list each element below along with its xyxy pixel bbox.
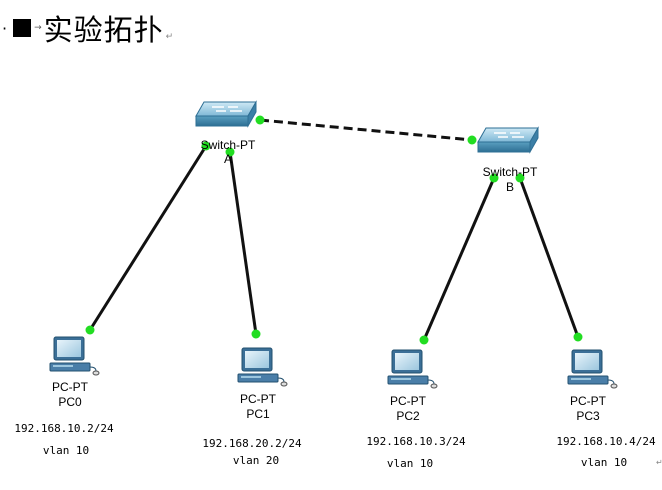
port-indicator — [201, 141, 211, 151]
tab-arrow-icon: → — [34, 23, 42, 33]
port-indicator — [225, 147, 235, 157]
pc-icon[interactable] — [237, 347, 288, 387]
link-A-PC0 — [88, 145, 208, 331]
pc-name-label: PC0 — [58, 395, 82, 409]
switch-type-label: Switch-PT — [200, 138, 256, 152]
pc-name-label: PC1 — [246, 407, 270, 421]
switch-name-label: A — [223, 152, 233, 166]
pc-vlan-label: vlan 10 — [386, 457, 434, 470]
port-indicator — [573, 332, 583, 342]
pc-icon[interactable] — [567, 349, 618, 389]
pc-icon[interactable] — [49, 336, 100, 376]
pc-ip-label: 192.168.10.4/24 — [556, 435, 656, 448]
pc-vlan-label: vlan 10 — [42, 444, 90, 457]
link-B-PC2 — [422, 177, 496, 341]
switch-name-label: B — [505, 180, 515, 194]
port-indicator — [467, 135, 477, 145]
pc-icon[interactable] — [387, 349, 438, 389]
corner-mark-icon: ↵ — [656, 458, 662, 467]
port-indicator — [419, 335, 429, 345]
link-A-B — [259, 118, 473, 142]
pc-vlan-label: vlan 20 — [232, 454, 280, 467]
pc-vlan-label: vlan 10 — [580, 456, 628, 469]
page-title: 实验拓扑 — [43, 13, 164, 47]
pc-ip-label: 192.168.10.3/24 — [366, 435, 466, 448]
port-indicator — [85, 325, 95, 335]
link-A-PC1 — [228, 151, 258, 335]
port-indicator — [489, 173, 499, 183]
square-bullet-icon — [13, 19, 32, 37]
switch-type-label: Switch-PT — [482, 165, 538, 179]
pc-ip-label: 192.168.10.2/24 — [14, 422, 114, 435]
port-indicator — [515, 173, 525, 183]
switch-icon[interactable] — [477, 127, 539, 153]
pc-ip-label: 192.168.20.2/24 — [202, 437, 302, 450]
pc-type-label: PC-PT — [570, 394, 606, 408]
paragraph-mark-icon: ↵ — [165, 32, 174, 42]
pc-type-label: PC-PT — [390, 394, 426, 408]
pc-type-label: PC-PT — [240, 392, 276, 406]
pc-name-label: PC2 — [396, 409, 420, 423]
port-indicator — [255, 115, 265, 125]
link-B-PC3 — [518, 177, 580, 338]
pc-name-label: PC3 — [576, 409, 600, 423]
port-indicator — [251, 329, 261, 339]
switch-icon[interactable] — [195, 101, 257, 127]
bullet-dot: · — [2, 18, 8, 38]
slide-heading: · → 实验拓扑 ↵ — [0, 8, 173, 48]
pc-type-label: PC-PT — [52, 380, 88, 394]
